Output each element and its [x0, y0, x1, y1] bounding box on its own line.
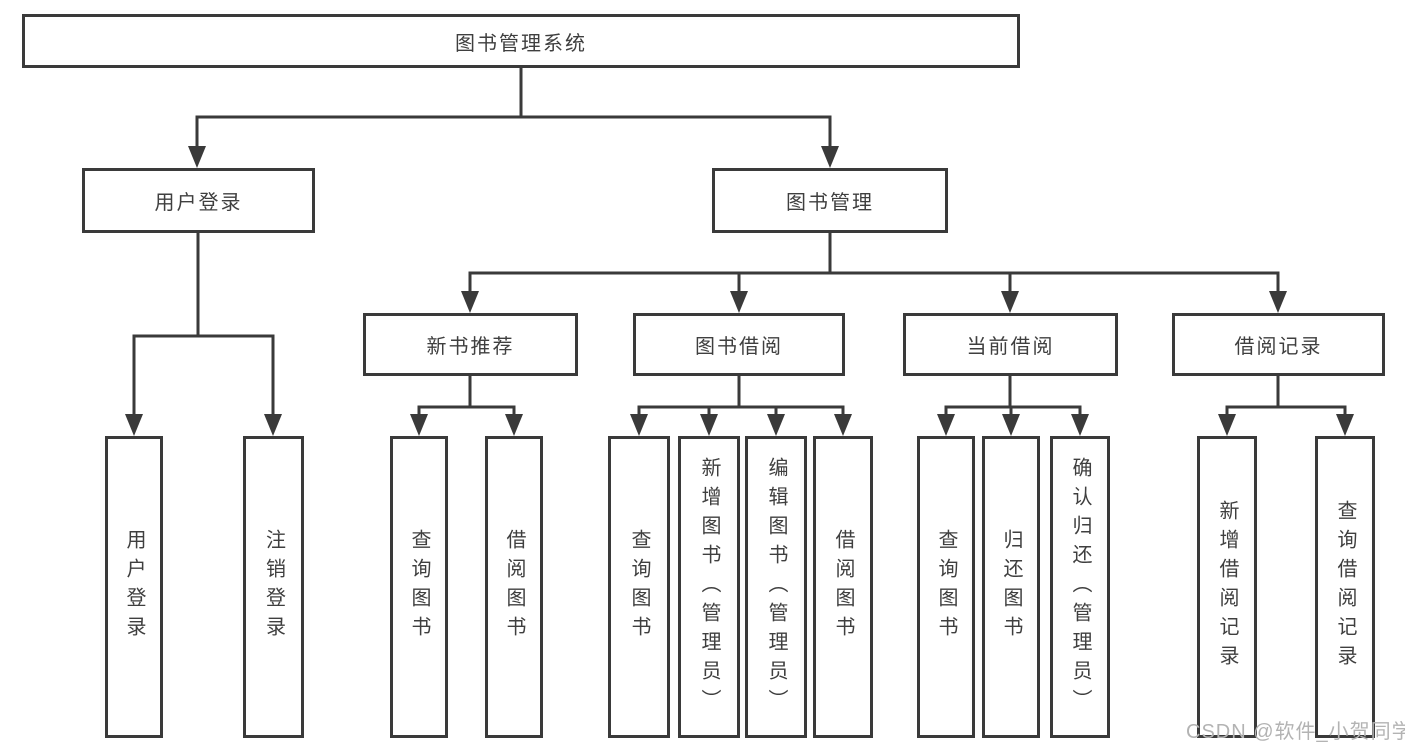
leaf-add-borrow-record: 新增借阅记录: [1197, 436, 1257, 738]
leaf-label: 用户登录: [123, 529, 145, 645]
leaf-label: 查询图书: [628, 529, 650, 645]
arrowhead: [125, 414, 143, 436]
node-current-borrowing: 当前借阅: [903, 313, 1118, 376]
leaf-add-books-admin: 新增图书（管理员）: [678, 436, 740, 738]
leaf-label: 查询图书: [935, 529, 957, 645]
leaf-confirm-return-admin: 确认归还（管理员）: [1050, 436, 1110, 738]
arrowhead: [188, 146, 206, 168]
leaf-label: 查询借阅记录: [1334, 500, 1356, 674]
leaf-query-books-borrow: 查询图书: [608, 436, 670, 738]
csdn-watermark: CSDN @软件_小贺同学: [1186, 721, 1405, 743]
leaf-label: 借阅图书: [503, 529, 525, 645]
arrowhead: [461, 291, 479, 313]
leaf-query-books-current: 查询图书: [917, 436, 975, 738]
leaf-label: 查询图书: [408, 529, 430, 645]
leaf-query-books-recommend: 查询图书: [390, 436, 448, 738]
node-book-management: 图书管理: [712, 168, 948, 233]
node-label: 图书管理系统: [455, 32, 587, 55]
arrowhead: [1269, 291, 1287, 313]
node-new-book-recommend: 新书推荐: [363, 313, 578, 376]
node-label: 图书管理: [786, 192, 874, 214]
leaf-borrow-books: 借阅图书: [813, 436, 873, 738]
node-label: 借阅记录: [1234, 336, 1323, 358]
node-label: 用户登录: [154, 192, 243, 214]
leaf-label: 编辑图书（管理员）: [765, 456, 787, 718]
arrowhead: [410, 414, 428, 436]
leaf-edit-books-admin: 编辑图书（管理员）: [745, 436, 807, 738]
node-label: 图书借阅: [695, 336, 783, 358]
connector-path: [132, 64, 1347, 417]
arrowhead: [1336, 414, 1354, 436]
arrowhead: [505, 414, 523, 436]
leaf-label: 借阅图书: [832, 529, 854, 645]
leaf-label: 新增图书（管理员）: [698, 456, 720, 718]
leaf-return-books: 归还图书: [982, 436, 1040, 738]
leaf-label: 确认归还（管理员）: [1069, 456, 1091, 718]
arrowhead: [821, 146, 839, 168]
arrowhead: [1218, 414, 1236, 436]
arrowhead: [834, 414, 852, 436]
arrowhead: [1071, 414, 1089, 436]
node-label: 当前借阅: [966, 336, 1055, 358]
node-book-borrowing: 图书借阅: [633, 313, 845, 376]
node-borrowing-records: 借阅记录: [1172, 313, 1385, 376]
arrowhead: [937, 414, 955, 436]
node-library-management-system: 图书管理系统: [22, 14, 1020, 68]
leaf-label: 注销登录: [262, 529, 285, 645]
arrowhead: [700, 414, 718, 436]
leaf-label: 归还图书: [1000, 529, 1022, 645]
arrowhead: [264, 414, 282, 436]
leaf-label: 新增借阅记录: [1216, 500, 1238, 674]
node-user-login: 用户登录: [82, 168, 315, 233]
arrowhead: [767, 414, 785, 436]
leaf-logout: 注销登录: [243, 436, 304, 738]
leaf-query-borrow-record: 查询借阅记录: [1315, 436, 1375, 738]
arrowhead: [1001, 291, 1019, 313]
leaf-borrow-books-recommend: 借阅图书: [485, 436, 543, 738]
arrowhead: [630, 414, 648, 436]
node-label: 新书推荐: [426, 336, 515, 358]
arrowhead: [730, 291, 748, 313]
arrowhead: [1002, 414, 1020, 436]
leaf-user-login: 用户登录: [105, 436, 163, 738]
